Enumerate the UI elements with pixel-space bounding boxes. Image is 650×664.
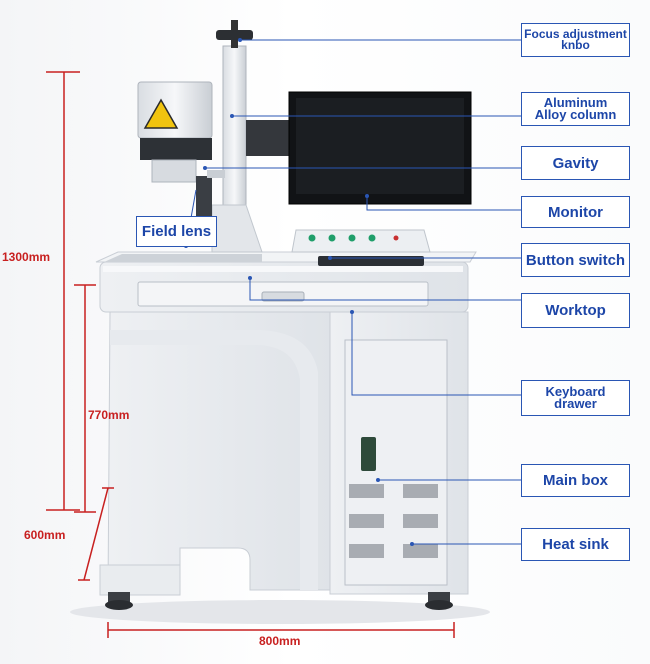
cabinet: [99, 261, 469, 610]
label-focus-adjustment: Focus adjustment knbo: [521, 23, 630, 57]
focus-knob: [216, 30, 253, 40]
leader-lines: [205, 39, 521, 545]
dimension-height-total: 1300mm: [2, 250, 51, 264]
label-monitor: Monitor: [521, 196, 630, 228]
control-panel: [291, 229, 431, 266]
label-keyboard-drawer: Keyboard drawer: [521, 380, 630, 416]
drawer-handle: [261, 291, 305, 302]
worktop-plate: [104, 254, 262, 262]
monitor: [288, 91, 472, 205]
dimension-width: 800mm: [259, 634, 301, 648]
label-button-switch: Button switch: [521, 243, 630, 277]
label-heat-sink: Heat sink: [521, 528, 630, 561]
main-switch: [361, 437, 376, 471]
aluminum-column: [211, 20, 263, 253]
dimension-lines: [46, 71, 455, 638]
label-aluminum-column: Aluminum Alloy column: [521, 92, 630, 126]
laser-warning-icon: [143, 98, 179, 129]
label-gavity: Gavity: [521, 146, 630, 180]
label-worktop: Worktop: [521, 293, 630, 328]
label-main-box: Main box: [521, 464, 630, 497]
dimension-depth: 600mm: [24, 528, 66, 542]
laser-head: [137, 81, 225, 242]
label-field-lens: Field lens: [136, 216, 217, 247]
monitor-arm: [246, 120, 290, 156]
dimension-height-table: 770mm: [88, 408, 130, 422]
heat-sink-vents: [349, 484, 438, 558]
